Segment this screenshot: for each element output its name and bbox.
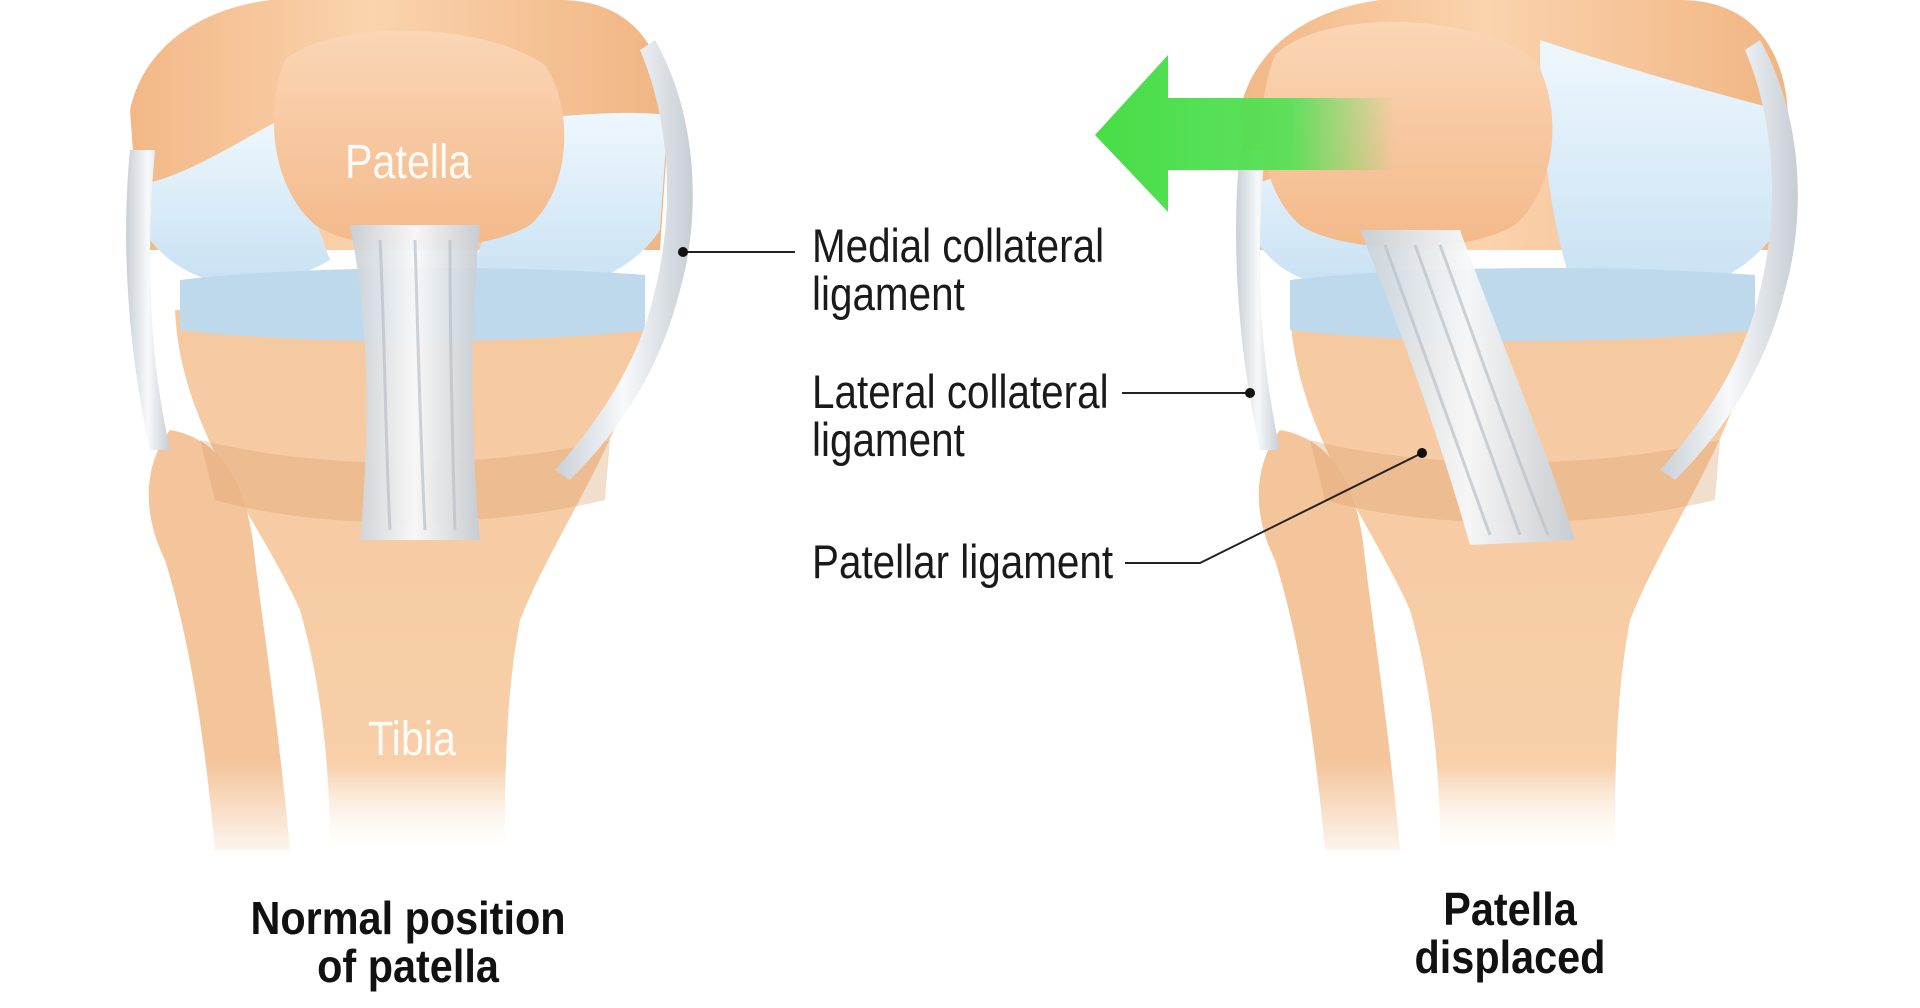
leader-lines — [678, 247, 1427, 564]
right-medial-ligament — [1660, 40, 1798, 480]
medial-label-line2: ligament — [812, 267, 965, 320]
right-meniscus — [1290, 268, 1755, 342]
patellar-leader-dot — [1417, 448, 1427, 458]
medial-label-line1: Medial collateral — [812, 219, 1105, 272]
left-tibia — [175, 310, 645, 850]
patella-label: Patella — [345, 136, 472, 189]
left-medial-ligament — [555, 40, 693, 480]
patellar-leader-line — [1125, 452, 1423, 564]
displaced-knee — [1236, 0, 1810, 870]
right-cartilage-b — [1540, 40, 1780, 295]
arrow-left-icon — [1095, 55, 1395, 212]
left-fade — [140, 760, 700, 870]
lateral-label-line2: ligament — [812, 413, 965, 466]
right-fade — [1250, 760, 1810, 870]
lateral-ligament-label: Lateral collateral ligament — [812, 368, 1109, 464]
medial-ligament-label: Medial collateral ligament — [812, 222, 1104, 318]
right-patellar-ligament-strands — [1383, 244, 1550, 536]
left-fibula — [148, 430, 290, 850]
left-lateral-ligament — [126, 150, 170, 450]
medial-leader-dot — [678, 247, 688, 257]
normal-position-caption: Normal position of patella — [228, 894, 588, 990]
displaced-caption-line1: Patella — [1443, 883, 1577, 935]
patella-displaced-caption: Patella displaced — [1375, 885, 1645, 981]
normal-caption-line1: Normal position — [250, 892, 566, 944]
right-fibula — [1258, 430, 1400, 850]
normal-knee — [126, 0, 700, 870]
displaced-caption-line2: displaced — [1414, 931, 1606, 983]
right-patella — [1262, 21, 1553, 248]
tibia-label: Tibia — [368, 713, 456, 766]
right-tibia — [1290, 310, 1755, 850]
left-patella — [273, 30, 565, 248]
left-patellar-ligament-strands — [378, 239, 457, 531]
lateral-label-line1: Lateral collateral — [812, 365, 1109, 418]
patellar-label-text: Patellar ligament — [812, 535, 1114, 588]
lateral-leader-dot — [1245, 388, 1255, 398]
patellar-ligament-label: Patellar ligament — [812, 538, 1113, 586]
normal-caption-line2: of patella — [317, 940, 499, 992]
right-lateral-ligament — [1236, 150, 1280, 450]
